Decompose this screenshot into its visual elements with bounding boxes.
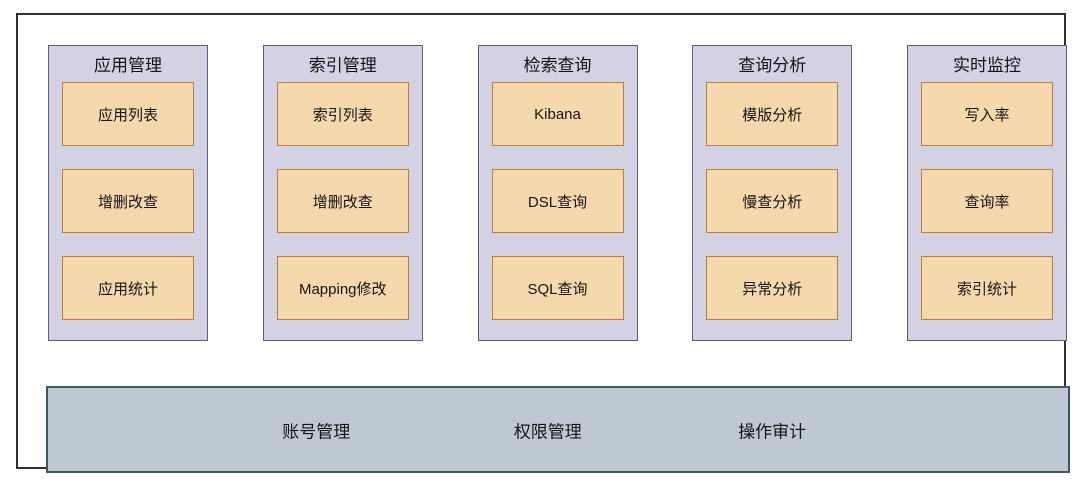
column-body: 写入率 查询率 索引统计 [908,82,1066,320]
mapping-edit-box: Mapping修改 [276,256,409,320]
index-list-box: 索引列表 [276,82,409,146]
column-body: 模版分析 慢查分析 异常分析 [693,82,851,320]
write-rate-box: 写入率 [921,82,1053,146]
diagram-frame: 应用管理 应用列表 增删改查 应用统计 索引管理 索引列表 增删改查 Mappi… [16,13,1070,473]
module-columns: 应用管理 应用列表 增删改查 应用统计 索引管理 索引列表 增删改查 Mappi… [48,45,1067,341]
column-realtime-monitoring: 实时监控 写入率 查询率 索引统计 [907,45,1067,341]
column-title-realtime-monitoring: 实时监控 [953,56,1021,75]
footer-bar: 账号管理 权限管理 操作审计 [46,386,1070,473]
index-stats-box: 索引统计 [921,256,1053,320]
app-crud-box: 增删改查 [62,169,194,233]
anomaly-analysis-box: 异常分析 [706,256,839,320]
sql-query-box: SQL查询 [491,256,624,320]
account-management-label: 账号管理 [282,422,351,441]
template-analysis-box: 模版分析 [706,82,839,146]
permission-management-label: 权限管理 [513,422,582,441]
kibana-box: Kibana [491,82,624,146]
column-title-retrieval-query: 检索查询 [523,56,592,75]
column-body: 应用列表 增删改查 应用统计 [49,82,207,320]
column-body: Kibana DSL查询 SQL查询 [479,82,637,320]
column-body: 索引列表 增删改查 Mapping修改 [264,82,422,320]
column-title-query-analysis: 查询分析 [738,56,807,75]
dsl-query-box: DSL查询 [491,169,624,233]
app-stats-box: 应用统计 [62,256,194,320]
column-title-app-management: 应用管理 [94,56,162,75]
query-rate-box: 查询率 [921,169,1053,233]
column-index-management: 索引管理 索引列表 增删改查 Mapping修改 [262,45,423,341]
slow-query-analysis-box: 慢查分析 [706,169,839,233]
app-list-box: 应用列表 [62,82,194,146]
operation-audit-label: 操作审计 [738,422,807,441]
column-title-index-management: 索引管理 [308,56,377,75]
index-crud-box: 增删改查 [276,169,409,233]
column-retrieval-query: 检索查询 Kibana DSL查询 SQL查询 [477,45,638,341]
column-query-analysis: 查询分析 模版分析 慢查分析 异常分析 [692,45,853,341]
column-app-management: 应用管理 应用列表 增删改查 应用统计 [48,45,208,341]
